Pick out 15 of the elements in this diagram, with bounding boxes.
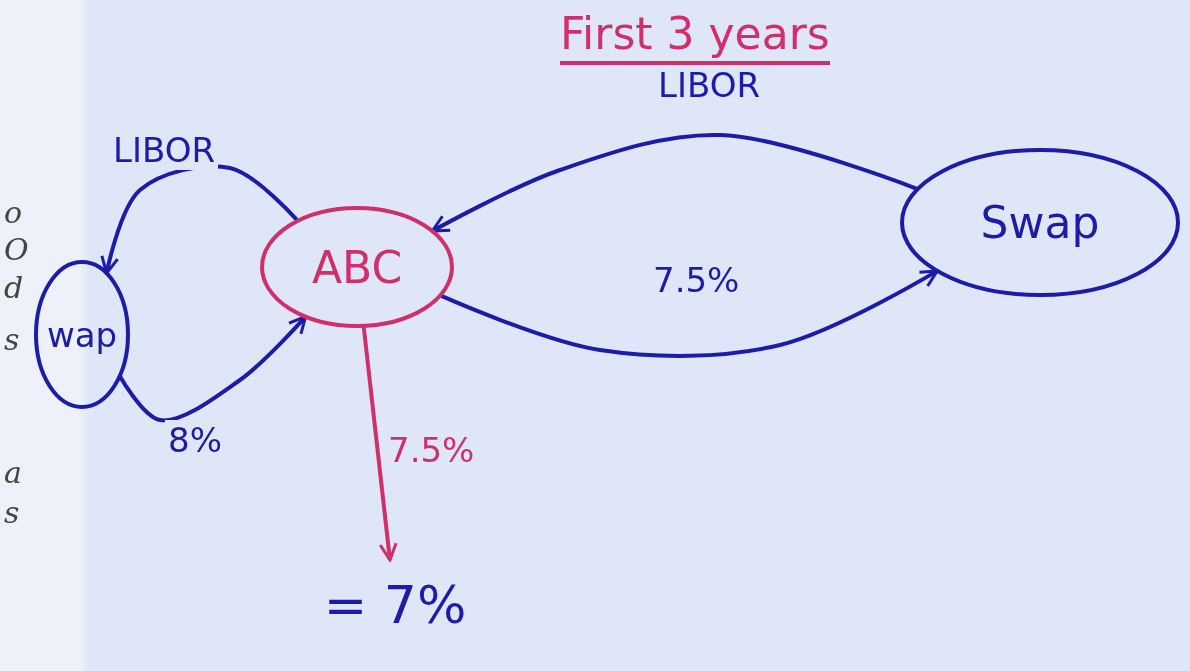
ellipse-node: wap: [36, 262, 128, 407]
ellipse-node: Swap: [902, 150, 1178, 295]
arrow: [100, 164, 300, 275]
margin-letter: a: [4, 455, 22, 490]
margin-letter: d: [4, 270, 24, 305]
arrow: [439, 269, 939, 358]
margin-letter: o: [4, 195, 23, 230]
arrow: [430, 133, 919, 233]
margin-letter: s: [4, 322, 20, 357]
arrow: [118, 315, 308, 423]
margin-letter: O: [4, 232, 29, 267]
ellipse-node: ABC: [262, 208, 452, 326]
result-text: = 7%: [300, 560, 490, 650]
margin-letter: s: [4, 495, 20, 530]
arrow: [361, 325, 398, 562]
